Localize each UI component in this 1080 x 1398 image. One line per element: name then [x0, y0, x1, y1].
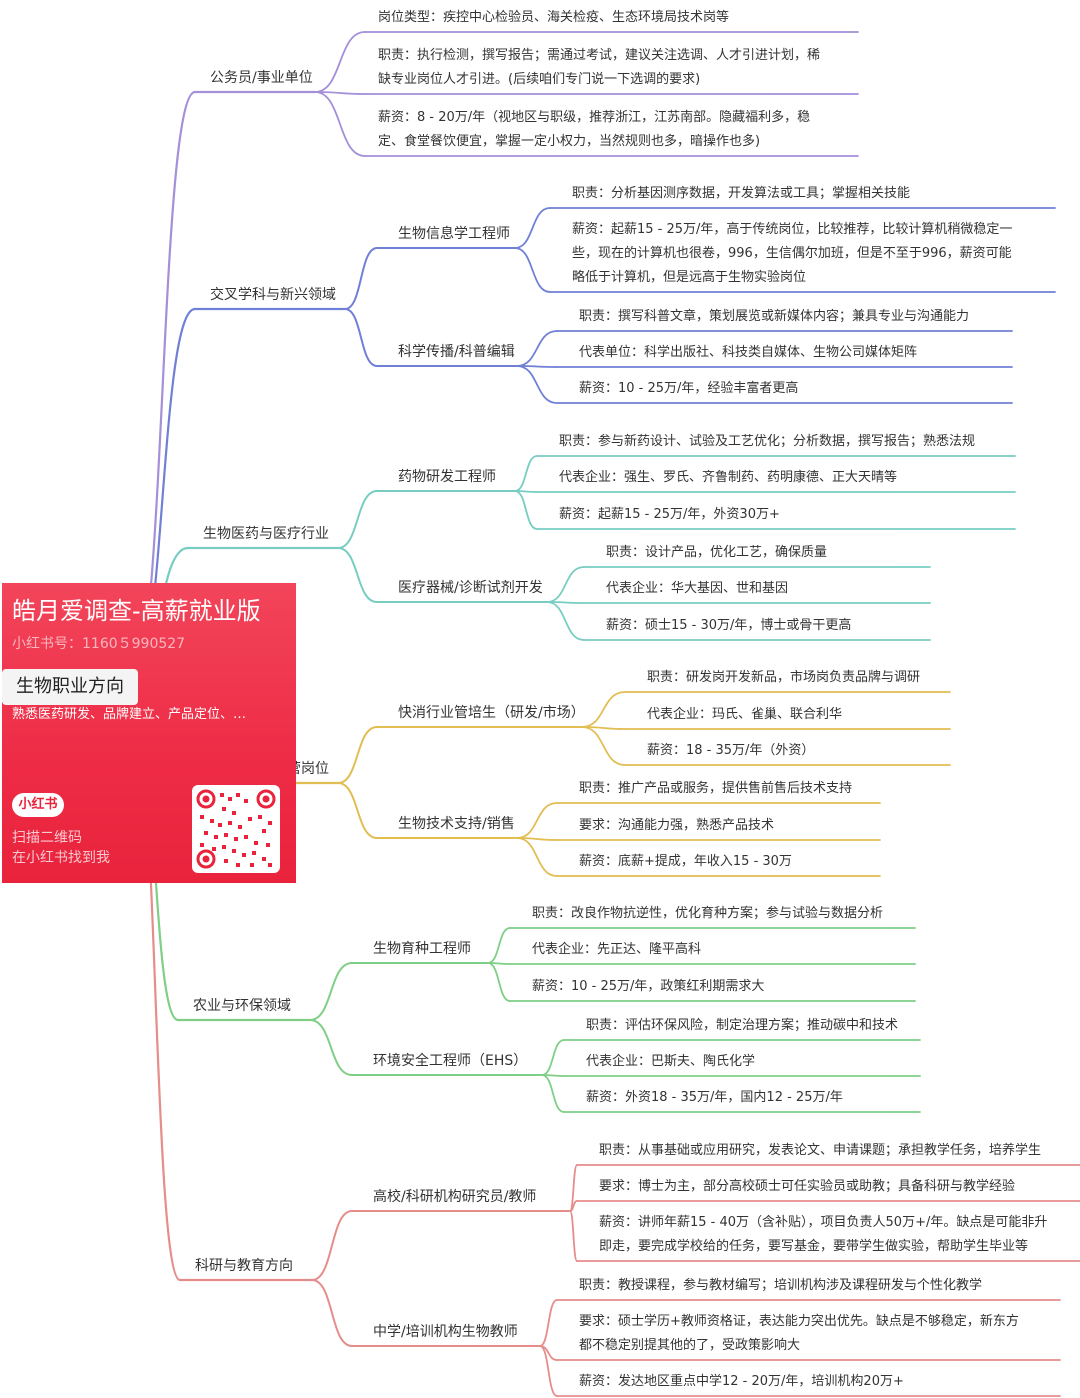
sub-connector — [311, 1210, 353, 1281]
leaf-text[interactable]: 代表企业：强生、罗氏、齐鲁制药、药明康德、正大天晴等 — [559, 470, 898, 485]
leaf-text[interactable]: 定、食堂餐饮便宜，掌握一定小权力，当然规则也多，暗操作也多) — [378, 134, 761, 149]
branch-label[interactable]: 公务员/事业单位 — [210, 70, 313, 86]
leaf-connector — [516, 837, 558, 877]
card-scan-hint-2: 在小红书找到我 — [12, 850, 110, 866]
leaf-text[interactable]: 薪资：底薪+提成，年收入15 - 30万 — [579, 854, 792, 869]
leaf-connector — [514, 207, 551, 249]
sub-connector — [311, 1279, 353, 1347]
sub-connector — [344, 247, 378, 310]
leaf-connector — [487, 927, 511, 964]
leaf-connector — [314, 91, 366, 95]
sub-branch-label[interactable]: 药物研发工程师 — [398, 469, 496, 485]
sub-branch-label[interactable]: 医疗器械/诊断试剂开发 — [398, 580, 543, 596]
card-scan-hint: 扫描二维码 — [12, 830, 82, 846]
leaf-text[interactable]: 都不稳定别提其他的了，受政策影响大 — [579, 1338, 801, 1353]
qr-code-icon — [196, 789, 276, 869]
leaf-text[interactable]: 代表企业：巴斯夫、陶氏化学 — [586, 1054, 756, 1069]
leaf-text[interactable]: 要求：博士为主，部分高校硕士可任实验员或助教；具备科研与教学经验 — [599, 1179, 1016, 1194]
sub-branch-label[interactable]: 环境安全工程师（EHS） — [373, 1053, 528, 1069]
leaf-text[interactable]: 职责：执行检测，撰写报告；需通过考试，建议关注选调、人才引进计划，稀 — [378, 48, 821, 63]
branch-label[interactable]: 科研与教育方向 — [195, 1258, 293, 1274]
leaf-text[interactable]: 薪资：10 - 25万/年，政策红利期需求大 — [532, 979, 765, 994]
leaf-connector — [514, 455, 538, 492]
sub-connector — [337, 547, 378, 603]
xiaohongshu-profile-card[interactable]: 皓月爱调查-高薪就业版 小红书号：1160５990527 熟悉医药研发、品牌建立… — [2, 583, 296, 883]
leaf-text[interactable]: 岗位类型：疾控中心检验员、海关检疫、生态环境局技术岗等 — [378, 10, 730, 25]
leaf-text[interactable]: 职责：撰写科普文章，策划展览或新媒体内容；兼具专业与沟通能力 — [579, 309, 970, 324]
branch-label[interactable]: 农业与环保领域 — [193, 998, 291, 1014]
sub-branch-label[interactable]: 生物育种工程师 — [373, 941, 471, 957]
leaf-text[interactable]: 缺专业岗位人才引进。(后续咱们专门说一下选调的要求) — [378, 72, 701, 87]
leaf-connector — [539, 1345, 558, 1397]
leaf-connector — [539, 1299, 558, 1347]
sub-branch-label[interactable]: 高校/科研机构研究员/教师 — [373, 1189, 537, 1205]
branch-label[interactable]: 交叉学科与新兴领域 — [210, 287, 336, 303]
leaf-text[interactable]: 代表企业：华大基因、世和基因 — [606, 581, 789, 596]
leaf-connector — [569, 1210, 578, 1262]
leaf-text[interactable]: 职责：教授课程，参与教材编写；培训机构涉及课程研发与个性化教学 — [579, 1278, 983, 1293]
leaf-connector — [581, 691, 626, 728]
card-title: 皓月爱调查-高薪就业版 — [12, 597, 261, 625]
leaf-text[interactable]: 薪资：起薪15 - 25万/年，高于传统岗位，比较推荐，比较计算机稍微稳定一 — [572, 222, 1013, 237]
leaf-text[interactable]: 即走，要完成学校给的任务，要写基金，要带学生做实验，帮助学生毕业等 — [599, 1239, 1029, 1254]
sub-branch-label[interactable]: 快消行业管培生（研发/市场） — [398, 705, 585, 721]
leaf-connector — [541, 1074, 565, 1113]
leaf-text[interactable]: 些，现在的计算机也很卷，996，生信偶尔加班，但是不至于996，薪资可能 — [572, 246, 1012, 261]
sub-branch-label[interactable]: 中学/培训机构生物教师 — [373, 1324, 518, 1340]
leaf-text[interactable]: 职责：参与新药设计、试验及工艺优化；分析数据，撰写报告；熟悉法规 — [559, 434, 976, 449]
leaf-text[interactable]: 职责：评估环保风险，制定治理方案；推动碳中和技术 — [586, 1018, 899, 1033]
leaf-text[interactable]: 代表企业：玛氏、雀巢、联合利华 — [647, 707, 843, 722]
leaf-connector — [514, 490, 538, 530]
card-description: 熟悉医药研发、品牌建立、产品定位、… — [12, 707, 247, 722]
leaf-text[interactable]: 要求：硕士学历+教师资格证，表达能力突出优先。缺点是不够稳定，新东方 — [579, 1314, 1019, 1329]
leaf-text[interactable]: 薪资：讲师年薪15 - 40万（含补贴），项目负责人50万+/年。缺点是可能非升 — [599, 1215, 1048, 1230]
leaf-text[interactable]: 薪资：外资18 - 35万/年，国内12 - 25万/年 — [586, 1090, 843, 1105]
sub-branch-label[interactable]: 科学传播/科普编辑 — [398, 344, 515, 360]
leaf-text[interactable]: 要求：沟通能力强，熟悉产品技术 — [579, 818, 775, 833]
leaf-text[interactable]: 代表企业：先正达、隆平高科 — [532, 942, 702, 957]
leaf-text[interactable]: 薪资：发达地区重点中学12 - 20万/年，培训机构20万+ — [579, 1374, 904, 1389]
leaf-connector — [541, 1039, 565, 1076]
leaf-text[interactable]: 职责：推广产品或服务，提供售前售后技术支持 — [579, 781, 853, 796]
leaf-text[interactable]: 职责：研发岗开发新品，市场岗负责品牌与调研 — [647, 670, 921, 685]
card-account-id: 小红书号：1160５990527 — [12, 636, 186, 652]
sub-branch-label[interactable]: 生物技术支持/销售 — [398, 816, 515, 832]
leaf-text[interactable]: 职责：改良作物抗逆性，优化育种方案；参与试验与数据分析 — [532, 906, 884, 921]
sub-connector — [309, 1019, 353, 1076]
leaf-text[interactable]: 薪资：起薪15 - 25万/年，外资30万+ — [559, 507, 780, 522]
sub-connector — [337, 782, 378, 839]
sub-connector — [337, 490, 378, 549]
leaf-connector — [516, 802, 558, 839]
leaf-text[interactable]: 略低于计算机，但是远高于生物实验岗位 — [572, 270, 807, 285]
leaf-text[interactable]: 职责：从事基础或应用研究，发表论文、申请课题；承担教学任务，培养学生 — [599, 1143, 1042, 1158]
leaf-text[interactable]: 薪资：10 - 25万/年，经验丰富者更高 — [579, 381, 799, 396]
sub-connector — [344, 308, 378, 367]
leaf-text[interactable]: 薪资：8 - 20万/年（视地区与职级，推荐浙江，江苏南部。隐藏福利多，稳 — [378, 110, 811, 125]
leaf-connector — [514, 247, 551, 293]
leaf-text[interactable]: 职责：设计产品，优化工艺，确保质量 — [606, 545, 828, 560]
leaf-connector — [546, 601, 585, 641]
leaf-text[interactable]: 代表单位：科学出版社、科技类自媒体、生物公司媒体矩阵 — [579, 345, 918, 360]
root-topic[interactable]: 生物职业方向 — [2, 669, 138, 705]
leaf-connector — [581, 726, 626, 766]
leaf-connector — [314, 91, 366, 157]
sub-connector — [337, 726, 378, 784]
leaf-connector — [487, 962, 511, 1002]
leaf-connector — [314, 31, 366, 93]
sub-branch-label[interactable]: 生物信息学工程师 — [398, 226, 510, 242]
branch-label[interactable]: 生物医药与医疗行业 — [203, 526, 329, 542]
leaf-text[interactable]: 薪资：硕士15 - 30万/年，博士或骨干更高 — [606, 618, 852, 633]
leaf-text[interactable]: 薪资：18 - 35万/年（外资） — [647, 743, 815, 758]
leaf-text[interactable]: 职责：分析基因测序数据，开发算法或工具；掌握相关技能 — [572, 186, 911, 201]
xiaohongshu-logo: 小红书 — [12, 793, 64, 817]
leaf-connector — [516, 365, 558, 404]
leaf-connector — [516, 330, 558, 367]
qr-code[interactable] — [192, 785, 280, 873]
leaf-connector — [546, 566, 585, 603]
sub-connector — [309, 962, 353, 1021]
